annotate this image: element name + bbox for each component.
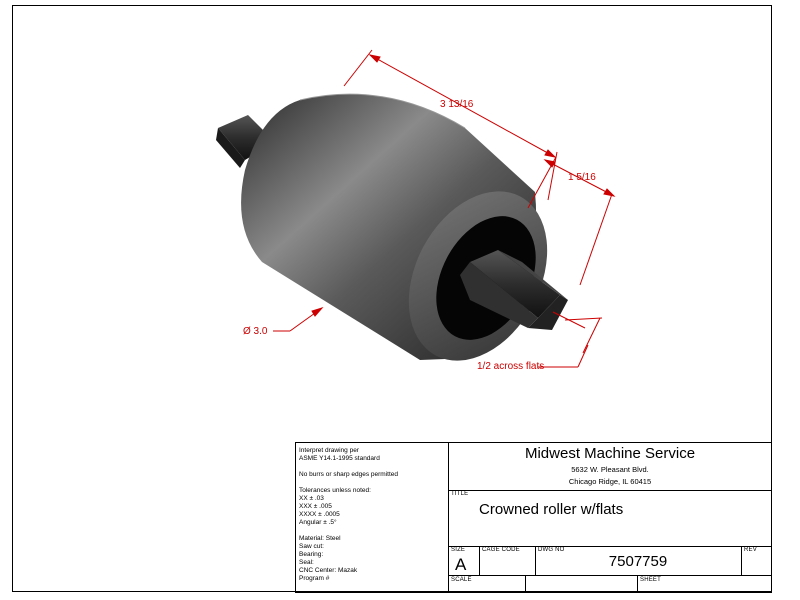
note-tol-angular: Angular ± .5° <box>299 519 337 526</box>
dwg-no-label: DWG NO <box>538 547 565 553</box>
dim-diameter: Ø 3.0 <box>243 326 268 337</box>
note-tol-head: Tolerances unless noted: <box>299 487 371 494</box>
dim-hub-length: 1 5/16 <box>568 172 596 183</box>
note-cnc: CNC Center: Mazak <box>299 567 358 574</box>
company-name: Midwest Machine Service <box>524 445 696 462</box>
note-tol-xxxx: XXXX ± .0005 <box>299 511 340 518</box>
note-interpret-1: Interpret drawing per <box>299 447 359 454</box>
note-material: Material: Steel <box>299 535 341 542</box>
dim-flats: 1/2 across flats <box>477 361 545 372</box>
right-shaft <box>460 250 568 330</box>
drawing-sheet <box>12 5 772 592</box>
notes-block: Interpret drawing per ASME Y14.1-1995 st… <box>299 447 446 583</box>
dimension-lines <box>273 49 616 368</box>
rev-label: REV <box>744 547 757 553</box>
note-interpret-2: ASME Y14.1-1995 standard <box>299 455 380 462</box>
company-address-1: 5632 W. Pleasant Blvd. <box>571 465 649 474</box>
size-label: SIZE <box>451 547 466 553</box>
title-label: TITLE <box>451 491 469 497</box>
dwg-number: 7507759 <box>608 553 668 570</box>
drawing-title: Crowned roller w/flats <box>479 501 624 518</box>
title-block-frame <box>295 442 772 593</box>
note-program: Program # <box>299 575 330 582</box>
dim-length: 3 13/16 <box>440 99 474 110</box>
scale-label: SCALE <box>451 577 472 583</box>
note-tol-xx: XX ± .03 <box>299 495 324 502</box>
note-tol-xxx: XXX ± .005 <box>299 503 332 510</box>
size-value: A <box>455 555 467 574</box>
sheet-label: SHEET <box>640 577 662 583</box>
company-address-2: Chicago Ridge, IL 60415 <box>568 477 652 486</box>
note-burrs: No burrs or sharp edges permitted <box>299 471 398 478</box>
note-saw-cut: Saw cut: <box>299 543 324 550</box>
note-bearing: Bearing: <box>299 551 324 558</box>
cage-code-label: CAGE CODE <box>482 547 520 553</box>
note-seal: Seal: <box>299 559 314 566</box>
